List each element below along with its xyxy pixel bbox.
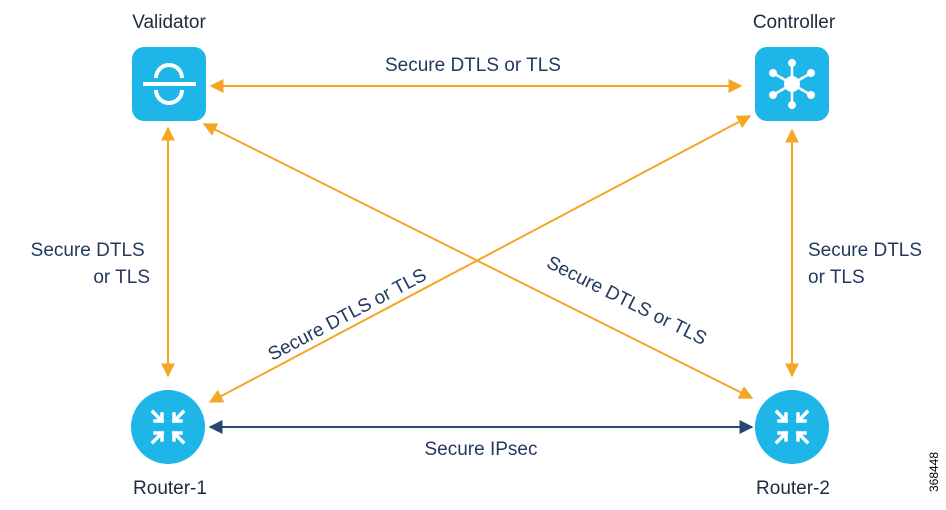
- node-label-validator: Validator: [132, 12, 206, 33]
- node-label-router2: Router-2: [756, 478, 830, 499]
- node-validator: Validator: [132, 12, 206, 121]
- node-router2: Router-2: [755, 390, 830, 499]
- node-label-controller: Controller: [753, 12, 836, 33]
- router-arrows-symbol: [774, 409, 810, 445]
- router-icon: [131, 390, 205, 464]
- link-controller-router1: [208, 115, 752, 403]
- router-icon: [755, 390, 829, 464]
- link-validator-router2: [202, 123, 754, 399]
- link-label-validator-router1-line2: or TLS: [93, 267, 150, 288]
- link-label-controller-router2: Secure DTLS or TLS: [808, 240, 927, 288]
- node-label-router1: Router-1: [133, 478, 207, 499]
- link-label-validator-router1: Secure DTLS or TLS: [31, 240, 150, 288]
- router-arrows-symbol: [150, 409, 186, 445]
- link-label-controller-router2-line2: or TLS: [808, 267, 865, 288]
- link-label-validator-router1-line1: Secure DTLS: [31, 240, 145, 261]
- link-label-controller-router2-line1: Secure DTLS: [808, 240, 922, 261]
- validator-symbol: [143, 63, 196, 105]
- figure-id: 368448: [927, 452, 941, 492]
- link-label-controller-router1: Secure DTLS or TLS: [265, 265, 430, 366]
- link-label-router1-router2: Secure IPsec: [425, 439, 538, 460]
- node-controller: Controller: [753, 12, 836, 121]
- node-router1: Router-1: [131, 390, 207, 499]
- controller-hub-symbol: [769, 59, 815, 109]
- link-label-validator-controller: Secure DTLS or TLS: [385, 55, 561, 76]
